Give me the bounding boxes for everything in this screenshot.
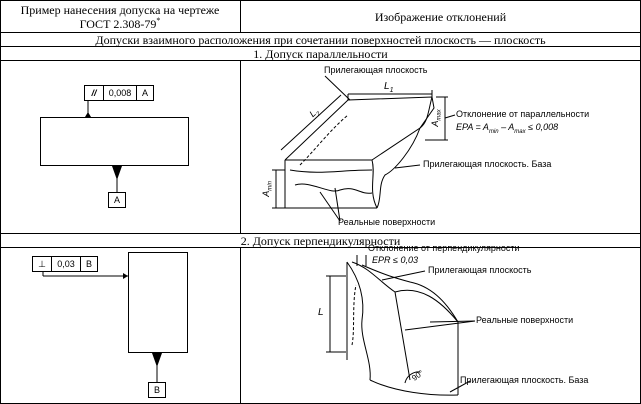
tolerance-frame-perpendicularity: ⊥ 0,03 B	[32, 256, 98, 272]
header-left-line1: Пример нанесения допуска на чертеже	[20, 3, 220, 17]
label-parallel-formula: EPA = Amin – Amax ≤ 0,008	[456, 123, 558, 135]
label-real-surfaces: Реальные поверхности	[338, 217, 436, 227]
parallelism-drawing-left	[40, 99, 189, 192]
leader-arrow	[123, 273, 128, 279]
label-length-l: L	[318, 307, 324, 318]
label-adjoining-plane: Прилегающая плоскость	[324, 65, 428, 75]
gost-number: ГОСТ 2.308-79	[79, 17, 157, 31]
group-title: Допуски взаимного расположения при сочет…	[95, 33, 546, 47]
label-length-l1: L1	[384, 81, 394, 95]
datum-triangle	[112, 166, 122, 180]
label-perp-formula: EPR ≤ 0,03	[372, 255, 418, 265]
a-min-letter: A	[260, 190, 271, 197]
label-real-surfaces: Реальные поверхности	[476, 315, 574, 325]
datum-reference: B	[85, 259, 92, 269]
formula-max: max	[514, 128, 526, 135]
label-parallel-deviation: Отклонение от параллельности	[456, 109, 590, 119]
label-a-min: Amin	[260, 181, 274, 197]
tolerance-value: 0,03	[52, 257, 81, 271]
formula-part2: – A	[498, 122, 515, 132]
label-adjoining-plane: Прилегающая плоскость	[428, 265, 532, 275]
formula-part1: EPA = A	[456, 122, 489, 132]
perpendicularity-symbol: ⊥	[33, 257, 52, 271]
section1-title: 1. Допуск параллельности	[253, 47, 388, 61]
datum-triangle	[152, 353, 162, 367]
label-a-max: Amax	[429, 109, 443, 127]
parallelism-symbol: //	[85, 86, 104, 100]
datum-box-b: B	[148, 382, 166, 398]
header-right: Изображение отклонений	[374, 10, 507, 24]
parallelism-drawing-right	[272, 75, 456, 222]
leader-arrow	[85, 112, 91, 117]
tolerance-value: 0,008	[104, 86, 137, 100]
a-min-subscript: min	[267, 181, 274, 191]
label-base-plane: Прилегающая плоскость. База	[423, 159, 552, 169]
length-subscript: 1	[389, 87, 394, 94]
label-base-plane: Прилегающая плоскость. База	[460, 375, 589, 385]
a-max-letter: A	[429, 120, 440, 127]
datum-box-a: A	[108, 192, 126, 208]
section2-title: 2. Допуск перпендикулярности	[240, 234, 401, 248]
a-max-subscript: max	[436, 109, 443, 121]
datum-reference: A	[141, 88, 148, 98]
header-left-line2: ГОСТ 2.308-79*	[0, 16, 240, 31]
formula-min: min	[488, 128, 499, 135]
perpendicularity-drawing-right	[326, 255, 476, 396]
formula-part3: ≤ 0,008	[525, 122, 559, 132]
label-perp-deviation: Отклонение от перпендикулярности	[368, 243, 520, 253]
tolerance-frame-parallelism: // 0,008 A	[84, 85, 154, 101]
gost-footnote-mark: *	[156, 16, 161, 25]
length-letter: L	[384, 81, 390, 92]
